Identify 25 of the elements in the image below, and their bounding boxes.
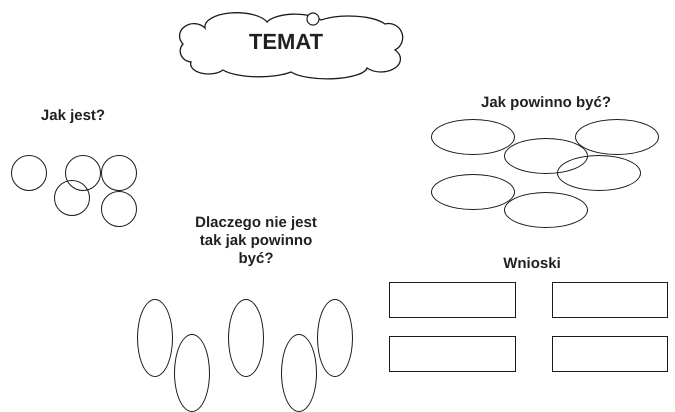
ellipse xyxy=(504,192,588,228)
ellipse xyxy=(557,155,641,191)
ellipse xyxy=(317,299,353,377)
ellipse xyxy=(575,119,659,155)
ellipse xyxy=(137,299,173,377)
answer-box xyxy=(552,282,668,318)
ellipse xyxy=(281,334,317,412)
section-heading: Wnioski xyxy=(502,255,562,273)
answer-box xyxy=(388,282,516,318)
ellipse xyxy=(431,174,515,210)
circle xyxy=(65,155,101,191)
ellipse xyxy=(228,299,264,377)
ellipse xyxy=(504,138,588,174)
answer-box xyxy=(388,336,516,372)
ellipse xyxy=(431,119,515,155)
ellipse xyxy=(174,334,210,412)
circle xyxy=(11,155,47,191)
section-heading: Jak jest? xyxy=(40,107,106,125)
answer-box xyxy=(552,336,668,372)
circle xyxy=(101,155,137,191)
section-heading: Dlaczego nie jest tak jak powinno być? xyxy=(194,214,318,268)
topic-title: TEMAT xyxy=(248,29,324,55)
circle xyxy=(54,180,90,216)
circle xyxy=(101,191,137,227)
section-heading: Jak powinno być? xyxy=(480,94,612,112)
